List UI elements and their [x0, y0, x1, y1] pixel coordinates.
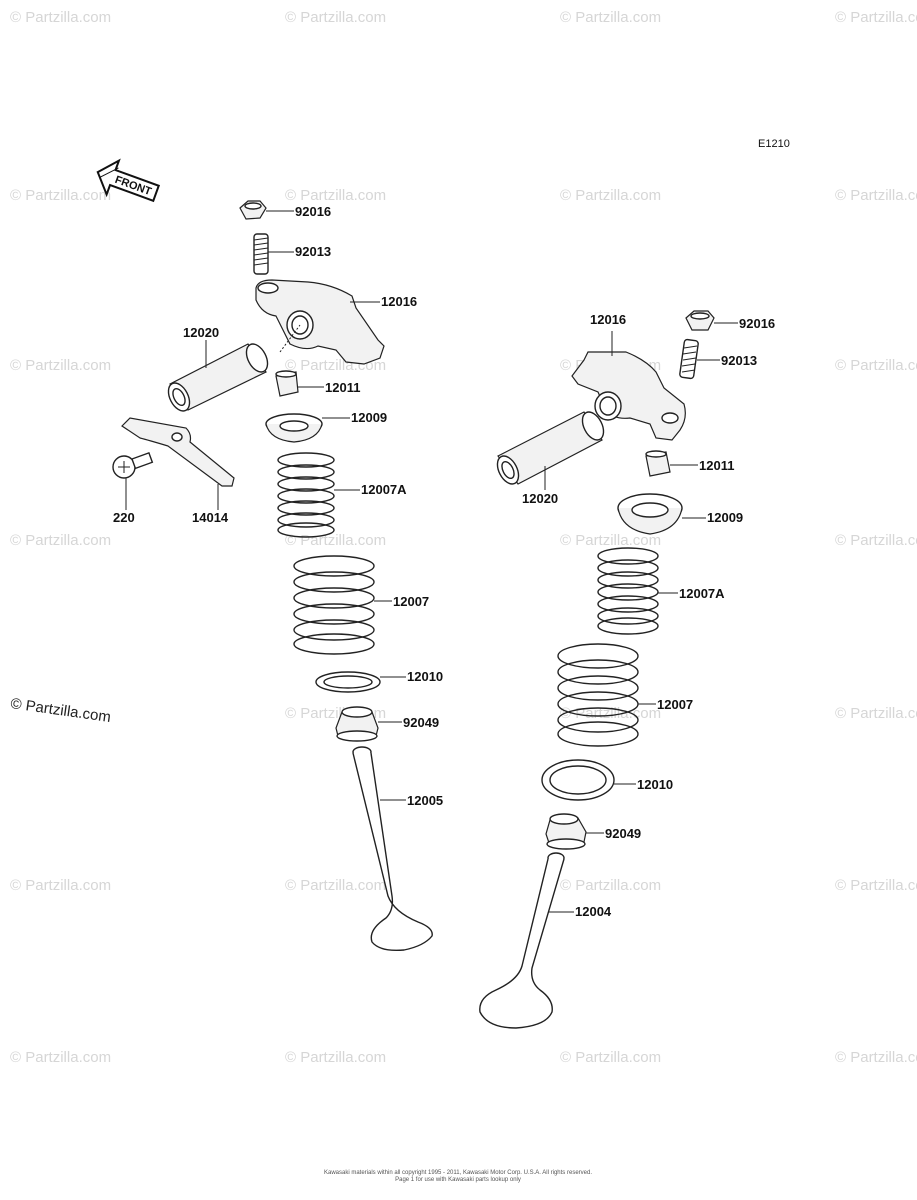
right-rocker-arm-12016: [571, 351, 686, 441]
right-valve-12004: [479, 852, 565, 1029]
left-shaft-12020: [167, 343, 269, 412]
right-stem-seal-92049: [545, 813, 587, 850]
watermark: © Partzilla.com: [835, 357, 917, 374]
left-bracket-14014: [121, 417, 235, 487]
callout-l-12007a: 12007A: [361, 482, 407, 497]
footer-copyright: Kawasaki materials within all copyright …: [324, 1170, 592, 1176]
callout-r-12020: 12020: [522, 491, 558, 506]
callout-l-12007: 12007: [393, 594, 429, 609]
watermark: © Partzilla.com: [835, 532, 917, 549]
left-rocker-arm-12016: [255, 279, 385, 365]
watermark: © Partzilla.com: [835, 877, 917, 894]
callout-l-12016: 12016: [381, 294, 417, 309]
watermark: © Partzilla.com: [285, 532, 386, 549]
right-keeper-12011: [645, 450, 671, 477]
watermark: © Partzilla.com: [10, 877, 111, 894]
right-adjuster-92013: [679, 338, 699, 380]
callout-r-12009: 12009: [707, 510, 743, 525]
watermark: © Partzilla.com: [835, 1049, 917, 1066]
watermark: © Partzilla.com: [560, 9, 661, 26]
callout-r-12007a: 12007A: [679, 586, 725, 601]
diagram-code: E1210: [758, 138, 790, 150]
callout-r-12004: 12004: [575, 904, 612, 919]
callout-l-12005: 12005: [407, 793, 443, 808]
left-stem-seal-92049: [335, 706, 379, 742]
watermark: © Partzilla.com: [560, 1049, 661, 1066]
callout-r-12011: 12011: [699, 458, 734, 473]
watermark: © Partzilla.com: [560, 187, 661, 204]
right-retainer-12009: [617, 493, 683, 535]
watermark: © Partzilla.com: [835, 9, 917, 26]
watermark: © Partzilla.com: [10, 532, 111, 549]
callout-l-12020: 12020: [183, 325, 219, 340]
left-nut-92016: [239, 200, 267, 220]
left-seat-12010: [315, 671, 381, 693]
watermark: © Partzilla.com: [10, 1049, 111, 1066]
watermark: © Partzilla.com: [10, 357, 111, 374]
watermark: © Partzilla.com: [10, 9, 111, 26]
left-screw-220: [112, 451, 154, 479]
callout-l-92013: 92013: [295, 244, 331, 259]
left-keeper-12011: [275, 370, 299, 397]
callout-l-92049: 92049: [403, 715, 439, 730]
watermark: © Partzilla.com: [10, 187, 111, 204]
left-inner-spring-12007a: [277, 452, 335, 538]
callout-r-12016: 12016: [590, 312, 626, 327]
watermark: © Partzilla.com: [560, 877, 661, 894]
left-outer-spring-12007: [293, 555, 375, 655]
watermark-main: © Partzilla.com: [9, 695, 111, 726]
watermark: © Partzilla.com: [835, 187, 917, 204]
watermark: © Partzilla.com: [285, 187, 386, 204]
callout-l-92016: 92016: [295, 204, 331, 219]
watermark-grid: © Partzilla.com © Partzilla.com © Partzi…: [10, 9, 917, 1066]
watermark: © Partzilla.com: [285, 1049, 386, 1066]
right-inner-spring-12007a: [597, 547, 659, 635]
left-adjuster-92013: [253, 233, 269, 275]
callout-r-12007: 12007: [657, 697, 693, 712]
footer-note: Page 1 for use with Kawasaki parts looku…: [395, 1177, 521, 1183]
watermark: © Partzilla.com: [285, 877, 386, 894]
right-outer-spring-12007: [557, 643, 639, 747]
right-seat-12010: [541, 759, 615, 801]
right-shaft-12020: [496, 411, 605, 485]
callout-l-220: 220: [113, 510, 135, 525]
callout-r-92013: 92013: [721, 353, 757, 368]
callout-r-92049: 92049: [605, 826, 641, 841]
callout-l-12011: 12011: [325, 380, 360, 395]
watermark: © Partzilla.com: [560, 532, 661, 549]
callout-l-14014: 14014: [192, 510, 229, 525]
callout-l-12010: 12010: [407, 669, 443, 684]
callout-l-12009: 12009: [351, 410, 387, 425]
callout-r-92016: 92016: [739, 316, 775, 331]
right-nut-92016: [685, 310, 715, 331]
front-arrow-icon: FRONT: [92, 158, 161, 203]
watermark: © Partzilla.com: [285, 9, 386, 26]
left-retainer-12009: [265, 413, 323, 443]
callout-r-12010: 12010: [637, 777, 673, 792]
watermark: © Partzilla.com: [835, 705, 917, 722]
left-valve-12005: [352, 746, 433, 952]
